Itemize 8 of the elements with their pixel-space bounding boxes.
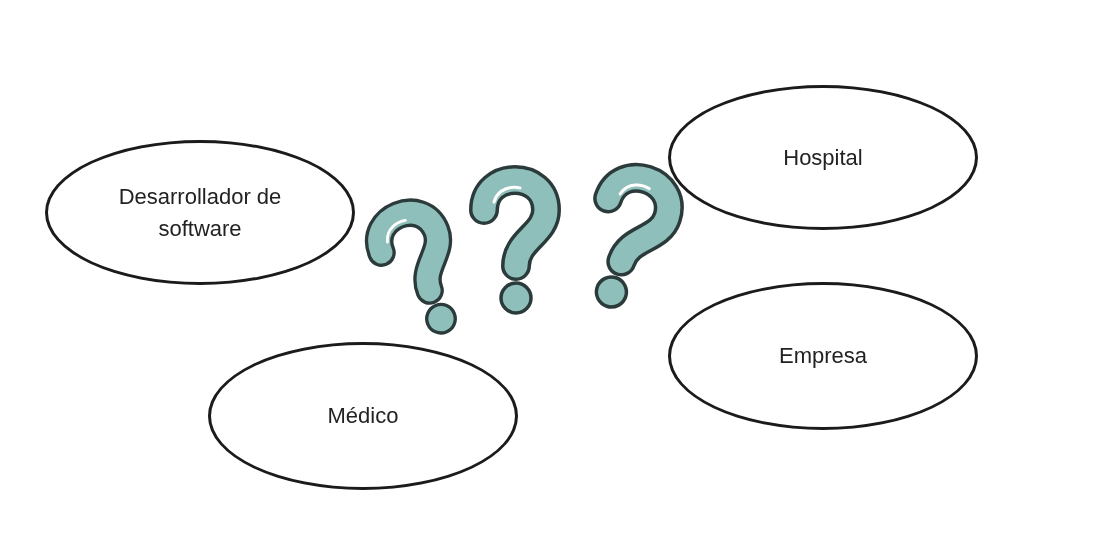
node-label: Empresa (778, 342, 867, 371)
node-label: Hospital (783, 143, 863, 172)
ellipse-node (668, 282, 978, 430)
ellipse-node (45, 140, 355, 285)
ellipse-node (668, 85, 978, 230)
ellipse-node (208, 342, 518, 490)
node-label: Desarrollador de software (117, 182, 283, 243)
node-label: Médico (327, 402, 399, 431)
